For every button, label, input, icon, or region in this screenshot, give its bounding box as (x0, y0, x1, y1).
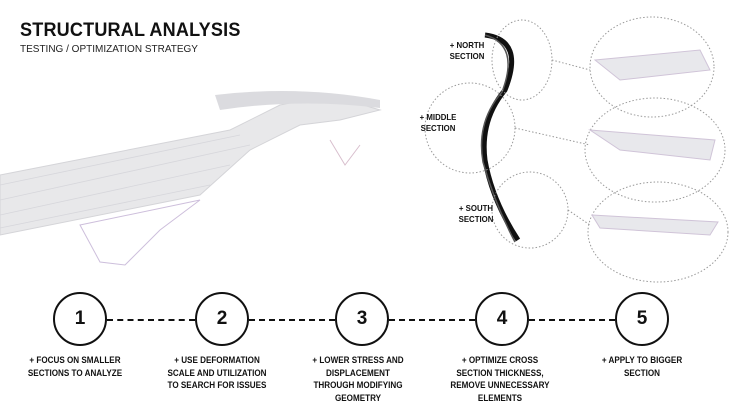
bridge-plan-spine (481, 32, 521, 242)
connector-line (249, 319, 335, 321)
connector-line (389, 319, 475, 321)
step-3-circle: 3 (335, 292, 389, 346)
step-3-text: + LOWER STRESS AND DISPLACEMENT THROUGH … (312, 355, 404, 403)
step-1-circle: 1 (53, 292, 107, 346)
step-4-text: + OPTIMIZE CROSS SECTION THICKNESS, REMO… (450, 355, 550, 403)
step-4-circle: 4 (475, 292, 529, 346)
label-line: + MIDDLE (419, 112, 457, 122)
bridge-render (0, 91, 382, 266)
label-line: + NORTH (449, 40, 485, 50)
step-2-circle: 2 (195, 292, 249, 346)
page-subtitle: TESTING / OPTIMIZATION STRATEGY (20, 44, 198, 55)
step-5-circle: 5 (615, 292, 669, 346)
connector-line (107, 319, 195, 321)
section-detail-renders (588, 49, 719, 236)
label-line: SECTION (449, 51, 485, 61)
step-2-text: + USE DEFORMATION SCALE AND UTILIZATION … (167, 355, 267, 390)
label-line: SECTION (458, 214, 494, 224)
page-title: STRUCTURAL ANALYSIS (20, 20, 241, 41)
step-5-text: + APPLY TO BIGGER SECTION (601, 355, 683, 378)
connector-line (529, 319, 615, 321)
step-1-text: + FOCUS ON SMALLER SECTIONS TO ANALYZE (27, 355, 123, 378)
label-line: + SOUTH (458, 203, 494, 213)
label-line: SECTION (420, 123, 456, 133)
